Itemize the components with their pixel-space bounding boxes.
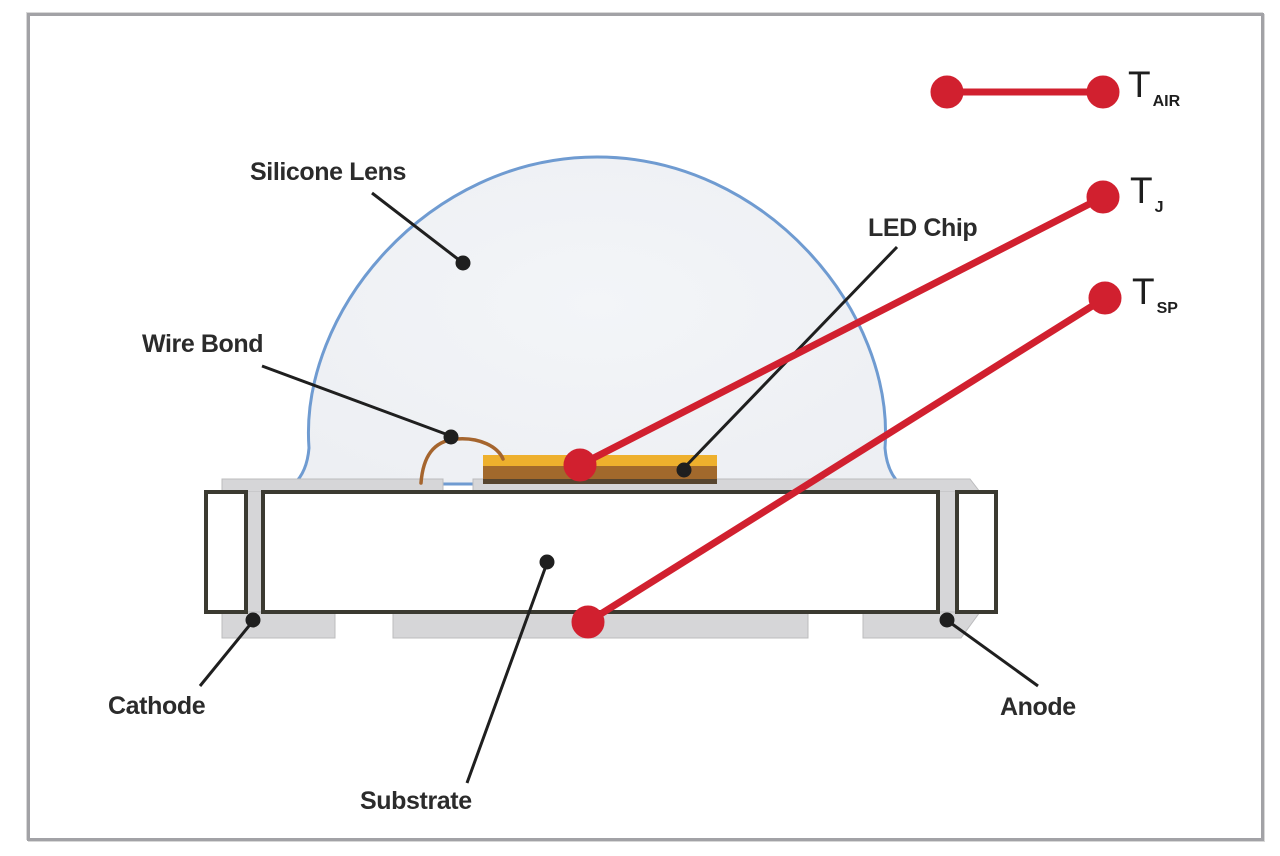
probe-dot-tj-legend (1086, 180, 1120, 214)
label-wire-bond: Wire Bond (142, 330, 264, 358)
leader-wire-bond (261, 364, 452, 438)
label-anode: Anode (1000, 693, 1076, 721)
tj-symbol: T (1130, 170, 1153, 211)
probe-line-tj (578, 193, 1105, 469)
cathode-lead (204, 490, 248, 614)
tsp-subscript: SP (1156, 300, 1178, 318)
led-chip (483, 455, 717, 484)
led-chip-gold-layer (483, 455, 717, 466)
probe-dot-tsp-solderpoint (571, 605, 605, 639)
probe-dot-tj-junction (563, 448, 597, 482)
anode-lead (955, 490, 998, 614)
leader-dot-silicone-lens (455, 255, 471, 271)
tj-subscript: J (1154, 199, 1164, 217)
cathode-riser (246, 492, 263, 614)
led-chip-base (483, 479, 717, 484)
pad-cathode (221, 611, 336, 639)
leader-silicone-lens (371, 191, 464, 265)
leader-dot-wire-bond (443, 429, 459, 445)
leader-dot-anode (939, 612, 955, 628)
probe-dot-tsp-legend (1088, 281, 1122, 315)
substrate-body (261, 490, 940, 614)
label-led-chip: LED Chip (868, 214, 978, 242)
leader-cathode (198, 620, 255, 687)
tair-symbol: T (1128, 64, 1151, 105)
silicone-lens-dome (290, 155, 904, 486)
leader-dot-cathode (245, 612, 261, 628)
tair-subscript: AIR (1152, 93, 1181, 111)
tsp-symbol: T (1132, 271, 1155, 312)
probe-dot-tair-right (1086, 75, 1120, 109)
leader-anode (947, 619, 1039, 688)
leader-substrate (465, 562, 549, 784)
leader-dot-led-chip (676, 462, 692, 478)
label-substrate: Substrate (360, 787, 472, 815)
label-silicone-lens: Silicone Lens (250, 158, 406, 186)
leader-dot-substrate (539, 554, 555, 570)
probe-dot-tair-left (930, 75, 964, 109)
anode-riser (938, 492, 955, 614)
led-chip-body (483, 466, 717, 479)
pad-anode (862, 611, 981, 639)
probe-line-tsp (586, 295, 1107, 625)
label-cathode: Cathode (108, 692, 206, 720)
